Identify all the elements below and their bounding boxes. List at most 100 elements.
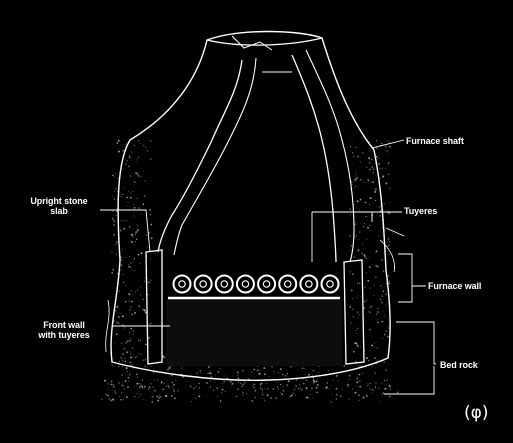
stipple-dot — [380, 299, 381, 300]
stipple-dot — [371, 306, 373, 308]
stipple-dot — [388, 328, 389, 329]
stipple-dot — [384, 380, 385, 381]
stipple-dot — [141, 176, 142, 177]
stipple-dot — [157, 379, 158, 380]
stipple-dot — [312, 397, 313, 398]
stipple-dot — [254, 377, 255, 378]
stipple-dot — [350, 271, 352, 273]
stipple-dot — [167, 385, 168, 386]
stipple-dot — [316, 387, 318, 389]
stipple-dot — [382, 168, 383, 169]
stipple-dot — [384, 334, 386, 336]
stipple-dot — [349, 375, 350, 376]
tuyere-opening — [300, 276, 317, 293]
stipple-dot — [136, 172, 137, 173]
stipple-dot — [369, 383, 370, 384]
stipple-dot — [127, 371, 128, 372]
stipple-dot — [136, 198, 137, 199]
stipple-dot — [138, 141, 139, 142]
stipple-dot — [357, 283, 358, 284]
stipple-dot — [372, 264, 373, 265]
stipple-dot — [303, 383, 304, 384]
stipple-dot — [352, 184, 353, 185]
stipple-dot — [360, 179, 362, 181]
stipple-dot — [222, 389, 224, 391]
stipple-dot — [125, 144, 126, 145]
stipple-dot — [298, 388, 300, 390]
stipple-dot — [374, 357, 376, 359]
stipple-dot — [174, 397, 176, 399]
stipple-dot — [293, 390, 294, 391]
stipple-dot — [356, 298, 357, 299]
stipple-dot — [122, 366, 123, 367]
stipple-dot — [140, 385, 142, 387]
stipple-dot — [115, 310, 117, 312]
stipple-dot — [375, 373, 376, 374]
stipple-dot — [238, 381, 239, 382]
stipple-dot — [269, 376, 270, 377]
inner-left-shaft-wall — [158, 60, 242, 252]
stipple-dot — [160, 396, 161, 397]
stipple-dot — [364, 301, 365, 302]
stipple-dot — [366, 357, 368, 359]
stipple-dot — [137, 393, 138, 394]
stipple-dot — [121, 313, 122, 314]
stipple-dot — [379, 207, 380, 208]
stipple-dot — [385, 230, 386, 231]
stipple-dot — [140, 286, 141, 287]
stipple-dot — [131, 241, 133, 243]
stipple-dot — [129, 256, 130, 257]
stipple-dot — [370, 312, 371, 313]
stipple-dot — [138, 397, 139, 398]
stipple-dot — [118, 148, 119, 149]
stipple-dot — [129, 156, 131, 158]
stipple-dot — [364, 286, 366, 288]
stipple-dot — [355, 330, 356, 331]
stipple-dot — [267, 394, 269, 396]
stipple-dot — [129, 226, 130, 227]
stipple-dot — [372, 393, 373, 394]
stipple-dot — [143, 309, 145, 311]
stipple-dot — [225, 375, 226, 376]
stipple-dot — [251, 372, 252, 373]
stipple-dot — [362, 152, 364, 154]
stipple-dot — [134, 181, 136, 183]
stipple-dot — [158, 397, 160, 399]
stipple-dot — [137, 225, 138, 226]
stipple-dot — [149, 140, 150, 141]
stipple-dot — [383, 290, 385, 292]
stipple-dot — [125, 342, 127, 344]
stipple-dot — [169, 367, 171, 369]
stipple-dot — [133, 216, 134, 217]
stipple-dot — [146, 147, 147, 148]
stipple-dot — [112, 196, 113, 197]
stipple-dot — [140, 295, 141, 296]
stipple-dot — [352, 298, 353, 299]
stipple-dot — [128, 300, 130, 302]
stipple-dot — [358, 395, 359, 396]
stipple-dot — [123, 274, 124, 275]
stipple-dot — [139, 386, 141, 388]
stipple-dot — [150, 258, 151, 259]
stipple-dot — [122, 150, 124, 152]
stipple-dot — [388, 326, 389, 327]
stipple-dot — [112, 211, 114, 213]
stipple-dot — [140, 263, 141, 264]
stipple-dot — [206, 382, 208, 384]
stipple-dot — [312, 375, 313, 376]
stipple-dot — [210, 386, 211, 387]
stipple-dot — [377, 311, 379, 313]
stipple-dot — [114, 390, 115, 391]
stipple-dot — [357, 344, 359, 346]
stipple-dot — [112, 269, 114, 271]
stipple-dot — [149, 386, 150, 387]
stipple-dot — [151, 366, 152, 367]
stipple-dot — [365, 216, 366, 217]
stipple-dot — [130, 353, 132, 355]
stipple-dot — [280, 392, 281, 393]
stipple-dot — [125, 380, 127, 382]
tuyere-opening — [195, 276, 212, 293]
stipple-dot — [130, 290, 131, 291]
stipple-dot — [363, 307, 365, 309]
